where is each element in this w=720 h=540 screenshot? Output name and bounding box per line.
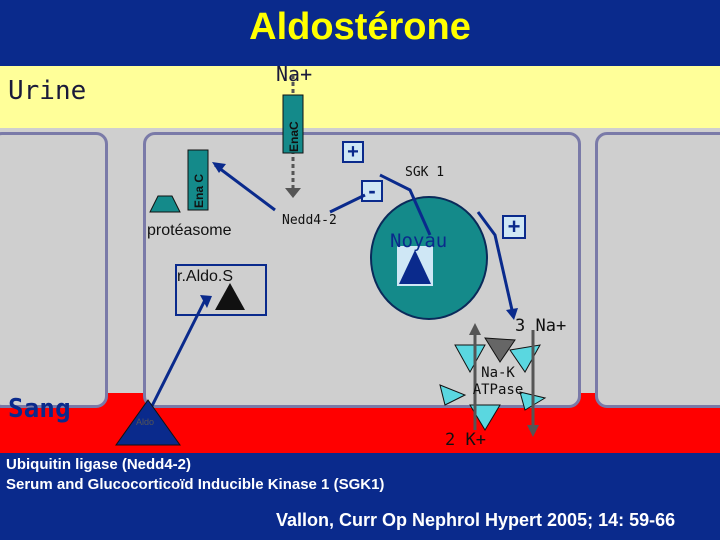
minus-sign: - [368,178,375,203]
nedd-label: Nedd4-2 [282,213,337,228]
minus-box [361,180,383,202]
enac-apical-label: EnaC [287,121,301,152]
na3-label: 3 Na+ [515,316,567,336]
nucleus-label: Noyau [390,230,448,252]
nedd-arrow-head-icon [212,162,226,173]
plus-sign-apical: + [347,141,359,163]
na-arrow-down-icon [285,188,301,198]
k2-label: 2 K+ [445,430,486,450]
aldo-entry-arrow [143,299,207,421]
urine-compartment [0,66,720,128]
raldo-triangle-icon [215,283,245,310]
pump-label-line2: ATPase [472,382,524,398]
enac-internal-channel [187,149,209,211]
proteasome-label: protéasome [147,222,232,239]
pump-subunit-icon [484,337,516,363]
nucleus-to-pump-arrow [476,211,514,311]
pump-subunit-icon [469,404,501,431]
aldo-arrow-head-icon [200,295,212,308]
plus-sign-nucleus: + [508,214,521,239]
proteasome-icon [149,195,181,213]
citation: Vallon, Curr Op Nephrol Hypert 2005; 14:… [276,510,676,530]
pump-label-line1: Na-K [481,365,515,381]
page-title: Aldostérone [249,6,471,48]
pump-arrow-head-icon [506,308,518,320]
pump-subunit-icon [454,344,486,374]
plus-box-nucleus [502,215,526,239]
enac-internal-label: Ena C [192,174,206,208]
sgk-to-nedd-line [329,193,366,214]
cell-right [595,132,720,408]
aldo-label: Aldo [136,417,155,427]
nucleus-receptor-icon [397,246,433,286]
pump-subunit-icon [439,384,467,406]
sgk-label: SGK 1 [405,165,445,180]
na-arrow-down-icon [527,425,539,437]
plus-box-apical [342,141,364,163]
nucleus-receptor-triangle-icon [399,250,431,284]
sgk-arrow [379,173,432,236]
nedd-to-enac-arrow [214,163,276,212]
blood-label: Sang [8,394,71,424]
raldo-label: r.Aldo.S [177,268,234,285]
enac-apical-channel [282,94,304,154]
cell-left [0,132,108,408]
na-k-atpase-label: Na-K ATPase [458,365,538,399]
aldo-triangle-icon [115,399,181,446]
footer-line1: Ubiquitin ligase (Nedd4-2) [6,456,192,473]
footer-line2: Serum and Glucocorticoïd Inducible Kinas… [6,476,385,493]
urine-label: Urine [8,76,87,106]
k-arrow-up-icon [469,323,481,335]
